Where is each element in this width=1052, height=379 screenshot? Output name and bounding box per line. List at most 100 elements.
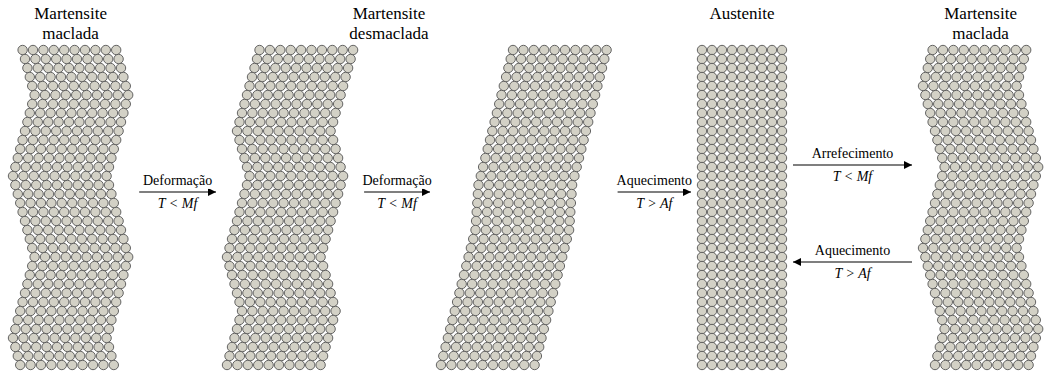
atom bbox=[316, 360, 325, 369]
atom bbox=[265, 45, 274, 54]
atom bbox=[757, 189, 766, 198]
atom bbox=[727, 351, 736, 360]
atom bbox=[237, 198, 246, 207]
atom bbox=[474, 333, 483, 342]
temperature-condition: T < Mf bbox=[376, 196, 418, 212]
atom bbox=[944, 225, 953, 234]
atom bbox=[1021, 279, 1030, 288]
atom bbox=[90, 99, 99, 108]
atom bbox=[1001, 279, 1010, 288]
atom bbox=[328, 45, 337, 54]
atom bbox=[72, 54, 81, 63]
atom bbox=[697, 360, 706, 369]
atom bbox=[271, 153, 280, 162]
atom bbox=[449, 351, 458, 360]
atom bbox=[318, 171, 327, 180]
atom bbox=[18, 45, 27, 54]
atom bbox=[481, 225, 490, 234]
atom bbox=[954, 99, 963, 108]
atom bbox=[969, 153, 978, 162]
atom bbox=[940, 162, 949, 171]
atom bbox=[1000, 315, 1009, 324]
atom bbox=[326, 180, 335, 189]
atom bbox=[69, 261, 78, 270]
atom bbox=[979, 333, 988, 342]
atom bbox=[1016, 135, 1025, 144]
atom bbox=[727, 171, 736, 180]
atom bbox=[289, 144, 298, 153]
atom bbox=[582, 81, 591, 90]
atom bbox=[985, 189, 994, 198]
atom bbox=[544, 225, 553, 234]
atom bbox=[94, 324, 103, 333]
atom bbox=[235, 243, 244, 252]
atom bbox=[998, 144, 1007, 153]
atom bbox=[537, 135, 546, 144]
atom bbox=[993, 360, 1002, 369]
atom bbox=[510, 162, 519, 171]
atom bbox=[466, 324, 475, 333]
atom bbox=[508, 126, 517, 135]
atom bbox=[777, 207, 786, 216]
atom bbox=[88, 72, 97, 81]
atom bbox=[250, 153, 259, 162]
atom bbox=[518, 243, 527, 252]
atom bbox=[941, 288, 950, 297]
atom bbox=[727, 54, 736, 63]
atom bbox=[92, 90, 101, 99]
atom bbox=[261, 279, 270, 288]
atom bbox=[44, 279, 53, 288]
atom bbox=[522, 351, 531, 360]
atom bbox=[26, 306, 35, 315]
atom bbox=[727, 207, 736, 216]
atom bbox=[28, 261, 37, 270]
atom bbox=[944, 261, 953, 270]
atom bbox=[121, 81, 130, 90]
atom bbox=[25, 108, 34, 117]
atom bbox=[757, 162, 766, 171]
atom bbox=[483, 342, 492, 351]
atom bbox=[96, 279, 105, 288]
atom bbox=[556, 144, 565, 153]
atom bbox=[313, 189, 322, 198]
atom bbox=[497, 243, 506, 252]
atom bbox=[75, 225, 84, 234]
atom bbox=[992, 162, 1001, 171]
atom bbox=[534, 261, 543, 270]
atom bbox=[747, 135, 756, 144]
atom bbox=[522, 72, 531, 81]
atom bbox=[514, 198, 523, 207]
atom bbox=[1026, 189, 1035, 198]
atom bbox=[737, 306, 746, 315]
atom bbox=[73, 342, 82, 351]
atom bbox=[973, 234, 982, 243]
atom bbox=[481, 306, 490, 315]
atom bbox=[946, 342, 955, 351]
atom bbox=[1006, 225, 1015, 234]
atom bbox=[119, 108, 128, 117]
atom bbox=[525, 63, 534, 72]
atom bbox=[1013, 324, 1022, 333]
atom bbox=[1000, 333, 1009, 342]
atom bbox=[266, 135, 275, 144]
atom bbox=[328, 117, 337, 126]
atom bbox=[737, 99, 746, 108]
atom bbox=[559, 90, 568, 99]
atom bbox=[104, 324, 113, 333]
atom bbox=[520, 81, 529, 90]
atom bbox=[1011, 279, 1020, 288]
atom bbox=[986, 225, 995, 234]
atom bbox=[476, 171, 485, 180]
atom bbox=[994, 252, 1003, 261]
atom bbox=[248, 234, 257, 243]
atom bbox=[34, 351, 43, 360]
atom bbox=[536, 297, 545, 306]
atom bbox=[767, 234, 776, 243]
atom bbox=[757, 279, 766, 288]
atom bbox=[540, 45, 549, 54]
atom bbox=[54, 279, 63, 288]
atom bbox=[263, 90, 272, 99]
atom bbox=[717, 252, 726, 261]
atom bbox=[279, 108, 288, 117]
atom bbox=[572, 162, 581, 171]
